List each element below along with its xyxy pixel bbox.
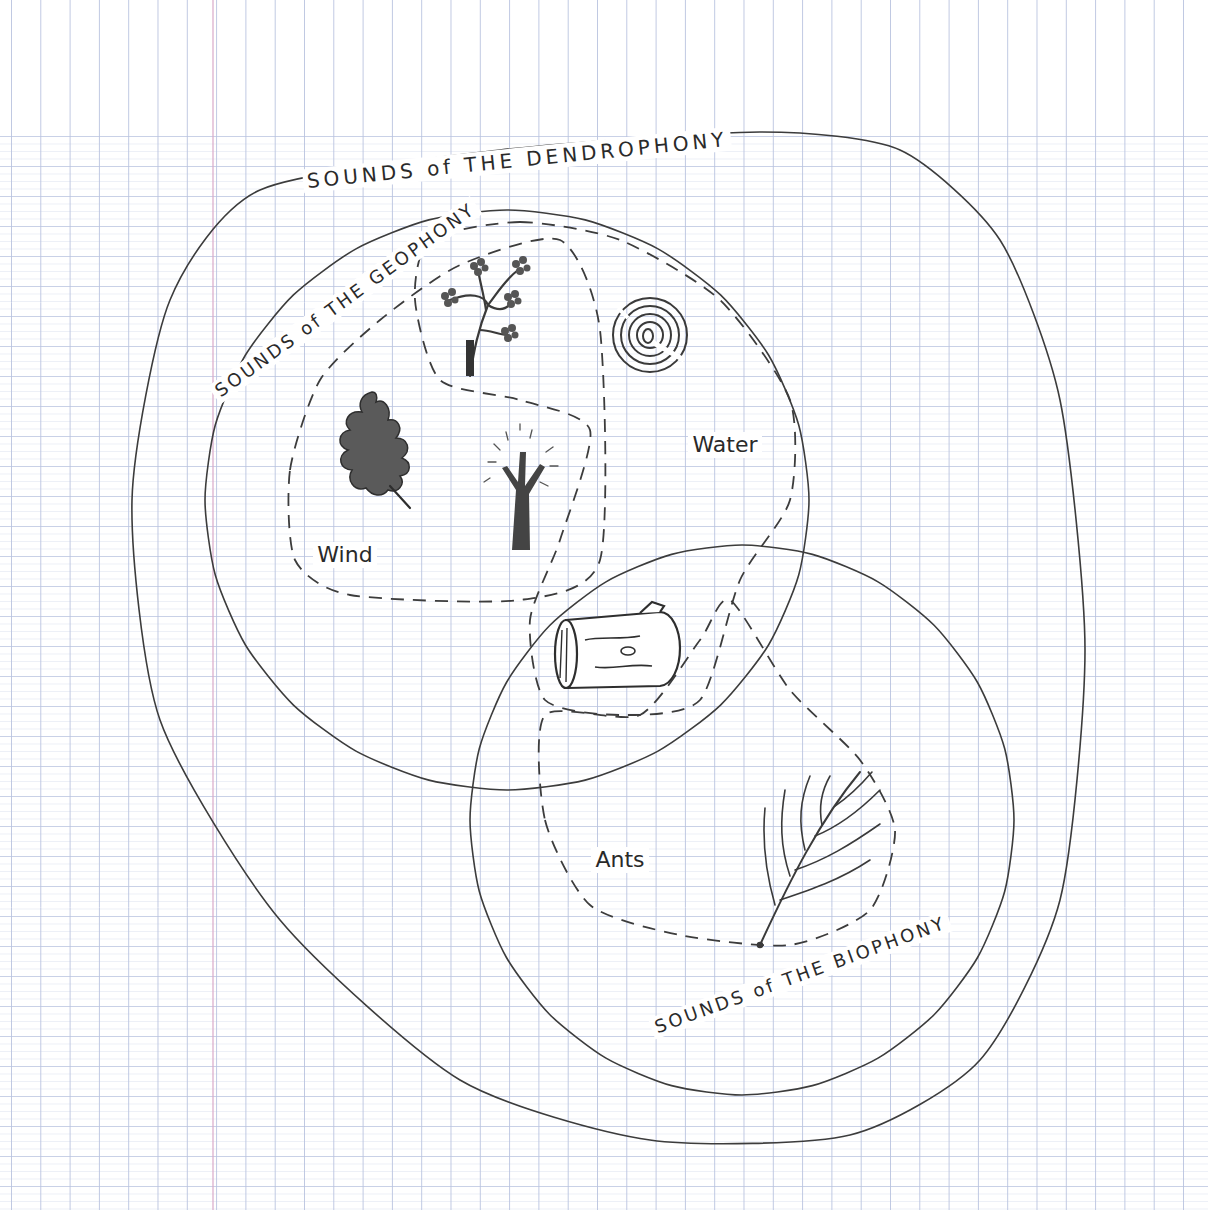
region-label: Wind [313, 542, 376, 568]
circle-outline [470, 545, 1014, 1095]
region-outline [400, 205, 805, 730]
dashed-outline [415, 222, 795, 715]
flower-branch-icon [450, 270, 518, 376]
tree-rings-icon [613, 298, 687, 372]
ants-region: Ants [530, 585, 910, 960]
wind-region: Wind [275, 225, 615, 610]
geophony-region: WindWaterSOUNDS of THE GEOPHONY [195, 200, 820, 800]
water-region: Water [400, 205, 805, 730]
feather-icon [758, 772, 881, 948]
region-label: SOUNDS of THE DENDROPHONY [302, 127, 733, 194]
region-outline [530, 585, 910, 960]
region-outline [460, 535, 1025, 1105]
region-label: SOUNDS of THE GEOPHONY [207, 196, 482, 404]
margin-line [212, 0, 213, 1210]
tree-icon [484, 424, 558, 550]
circle-outline [132, 132, 1085, 1144]
region-label: Ants [591, 847, 648, 873]
blossom-cluster [441, 256, 531, 342]
circle-outline [205, 210, 809, 790]
region-outline [110, 110, 1110, 1170]
log-icon [555, 602, 680, 688]
dendrophony-region: WindWaterSOUNDS of THE GEOPHONYAntsSOUND… [110, 110, 1110, 1170]
region-label: Water [688, 432, 761, 458]
region-label: SOUNDS of THE BIOPHONY [647, 911, 952, 1040]
oak-leaf-icon [340, 392, 410, 508]
biophony-region: AntsSOUNDS of THE BIOPHONY [460, 535, 1025, 1105]
dashed-outline [539, 599, 895, 945]
